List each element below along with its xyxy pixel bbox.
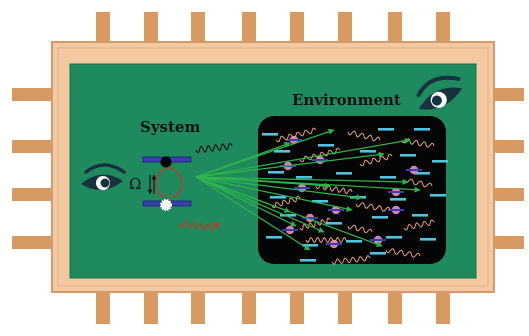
interaction-arrow xyxy=(195,176,363,201)
env-level-bar xyxy=(318,144,334,147)
pin xyxy=(488,188,524,201)
env-photon-wave xyxy=(275,127,317,143)
env-level-bar xyxy=(270,196,286,199)
env-level-bar xyxy=(312,200,328,203)
chip-frame-inner-edge xyxy=(57,47,489,287)
env-level-bar xyxy=(280,214,296,217)
pin xyxy=(338,12,352,46)
pin xyxy=(290,12,304,46)
env-level-bar xyxy=(262,133,278,136)
system-environment-couplings xyxy=(195,128,421,251)
ground-state-star xyxy=(160,199,172,211)
pin xyxy=(436,288,450,324)
pin xyxy=(12,188,56,201)
env-level-bar xyxy=(432,160,448,163)
env-level-bar xyxy=(420,238,436,241)
env-level-bar xyxy=(360,150,376,153)
interaction-arrow xyxy=(195,176,311,251)
interaction-arrow xyxy=(195,137,411,178)
pin xyxy=(436,12,450,46)
eye-icon xyxy=(81,163,126,190)
two-level-system: Ω xyxy=(129,156,192,211)
env-photon-wave xyxy=(271,195,301,209)
env-photon-wave xyxy=(403,219,435,231)
omega-label: Ω xyxy=(129,175,141,193)
excited-state-dot xyxy=(160,156,172,168)
env-level-bar xyxy=(326,222,342,225)
drive-photon-wave xyxy=(179,220,220,232)
interaction-arrow xyxy=(195,176,383,247)
env-photon-wave xyxy=(355,202,391,212)
env-level-bar xyxy=(414,128,430,131)
eye-icon xyxy=(416,75,463,110)
chip-pins-bottom xyxy=(96,288,450,324)
chip-pins-right xyxy=(488,88,524,249)
env-level-bar xyxy=(300,259,316,262)
pin xyxy=(242,288,256,324)
system-label: System xyxy=(140,118,200,136)
pin xyxy=(96,12,110,46)
rabi-cycle-right xyxy=(169,167,183,199)
pin xyxy=(96,288,110,324)
env-photon-wave xyxy=(347,224,373,234)
interaction-arrow xyxy=(195,151,385,178)
pin xyxy=(191,12,205,46)
env-level-bar xyxy=(380,176,396,179)
chip-pins-top xyxy=(96,12,450,46)
pin xyxy=(242,12,256,46)
env-photon-wave xyxy=(331,255,371,265)
env-level-bar xyxy=(372,216,388,219)
env-photon-wave xyxy=(359,153,393,167)
interaction-arrow xyxy=(195,176,353,212)
env-level-bar xyxy=(400,154,416,157)
chip-pins-left xyxy=(12,88,56,249)
env-level-bar xyxy=(370,252,386,255)
interaction-arrow xyxy=(195,176,297,227)
environment-label: Environment xyxy=(292,91,401,109)
env-photon-wave xyxy=(385,248,421,258)
env-photon-wave xyxy=(403,178,433,188)
env-photon-wave xyxy=(305,237,347,243)
env-level-bar xyxy=(268,171,284,174)
env-level-bar xyxy=(274,150,290,153)
env-level-bar xyxy=(386,236,402,239)
pin xyxy=(488,140,524,153)
pin xyxy=(388,288,402,324)
environment-box xyxy=(258,116,446,264)
interaction-arrow xyxy=(195,176,325,233)
pin xyxy=(191,288,205,324)
env-level-bar xyxy=(430,194,446,197)
emitted-photon-wave xyxy=(195,142,233,154)
env-level-bar xyxy=(346,240,362,243)
interaction-arrow xyxy=(195,176,409,185)
pin xyxy=(144,12,158,46)
pin xyxy=(12,140,56,153)
env-level-bar xyxy=(266,236,282,239)
env-level-bar xyxy=(414,172,430,175)
pin xyxy=(290,288,304,324)
interaction-arrow xyxy=(195,176,331,189)
pin xyxy=(488,88,524,101)
env-level-bar xyxy=(296,176,312,179)
env-level-bar xyxy=(390,198,406,201)
pin xyxy=(144,288,158,324)
pin xyxy=(338,288,352,324)
pin xyxy=(388,12,402,46)
pin xyxy=(12,88,56,101)
env-level-bar xyxy=(336,172,352,175)
env-level-bar xyxy=(412,214,428,217)
pin xyxy=(12,236,56,249)
env-photon-wave xyxy=(347,130,381,142)
env-level-bar xyxy=(378,128,394,131)
pin xyxy=(488,236,524,249)
env-photon-wave xyxy=(299,217,331,231)
interaction-arrow xyxy=(195,142,291,178)
rabi-cycle-left xyxy=(155,167,169,199)
